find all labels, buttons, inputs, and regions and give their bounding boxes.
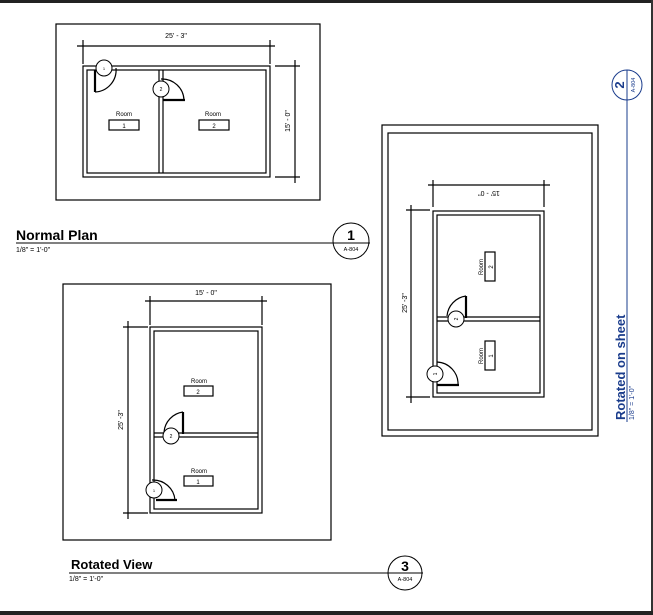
room-number: 1 [196,480,200,486]
dimension-text: 25' - 3" [165,33,187,40]
dimension-text: 15' - 0" [478,189,500,196]
door-1[interactable]: 1 [93,59,117,93]
door-2[interactable]: 2 [152,78,185,102]
room-tag-2[interactable]: Room 2 [479,251,496,282]
room-tag-1[interactable]: Room 1 [479,340,496,371]
dimension-text: 25' -3" [402,293,409,313]
room-name: Room [479,259,485,275]
view-scale: 1/8" = 1'-0" [629,385,636,420]
window-bottom-edge [0,611,653,615]
dimension-text: 15' - 0" [285,110,292,132]
room-name: Room [479,348,485,364]
door-tag: 1 [103,66,106,71]
room-tag-1[interactable]: Room 1 [183,469,214,487]
view-title-normal-plan[interactable]: Normal Plan 1/8" = 1'-0" 1 A-804 [16,222,370,260]
door-1[interactable]: 1 [145,479,177,502]
dimension-width[interactable]: 15' - 0" [145,290,267,325]
viewport-normal-plan[interactable]: 25' - 3" 15' - 0" 1 2 Room 1 Room 2 [16,23,370,260]
room-number: 2 [196,390,200,396]
exterior-wall[interactable] [82,65,271,178]
dimension-width[interactable]: 15' - 0" [428,180,550,207]
room-tag-2[interactable]: Room 2 [198,112,230,131]
exterior-wall[interactable] [149,326,263,514]
room-number: 2 [489,265,495,269]
room-number: 1 [122,124,126,130]
room-tag-1[interactable]: Room 1 [108,112,140,131]
dimension-text: 25' -3" [118,410,125,430]
door-tag: 2 [160,87,163,93]
interior-wall [86,69,267,174]
view-number: 3 [401,558,409,574]
view-title-rotated-on-sheet[interactable]: Rotated on sheet 1/8" = 1'-0" 2 A-804 [611,69,643,422]
dimension-width[interactable]: 25' - 3" [77,33,275,64]
window-right-edge [651,0,653,615]
dimension-depth[interactable]: 15' - 0" [275,60,300,183]
view-scale: 1/8" = 1'-0" [69,576,104,583]
door-1[interactable]: 1 [426,361,459,387]
viewport-inner-frame [387,132,593,431]
room-name: Room [205,112,221,118]
room-name: Room [191,379,207,385]
viewport-frame[interactable] [62,283,332,541]
dimension-text: 15' - 0" [195,290,217,297]
door-tag: 2 [454,317,460,320]
dimension-depth[interactable]: 25' -3" [402,205,430,403]
door-2[interactable]: 2 [446,295,468,328]
viewport-rotated-view[interactable]: 15' - 0" 25' -3" 1 2 Room 2 Room 1 [62,283,423,591]
sheet-number: A-804 [398,577,413,583]
interior-wall [153,330,259,510]
door-tag: 2 [170,434,173,440]
view-number: 1 [347,227,355,243]
view-number: 2 [612,81,627,88]
view-title: Rotated View [71,557,153,572]
viewport-frame[interactable] [55,23,321,201]
view-title-rotated-view[interactable]: Rotated View 1/8" = 1'-0" 3 A-804 [69,555,423,591]
dimension-depth[interactable]: 25' -3" [118,321,148,519]
door-tag: 1 [433,372,439,375]
exterior-wall[interactable] [432,210,545,398]
viewport-frame[interactable] [381,124,599,437]
view-scale: 1/8" = 1'-0" [16,247,51,254]
room-number: 2 [212,124,216,130]
door-tag: 1 [153,488,156,493]
room-tag-2[interactable]: Room 2 [183,379,214,397]
room-number: 1 [489,354,495,358]
sheet-number: A-804 [631,78,637,93]
room-name: Room [191,469,207,475]
door-2[interactable]: 2 [162,411,185,445]
view-title: Normal Plan [16,227,98,243]
viewport-rotated-on-sheet[interactable]: 15' - 0" 25' -3" 1 2 Room 2 Room 1 [381,69,643,437]
window-top-edge [0,0,653,3]
room-name: Room [116,112,132,118]
interior-wall [436,214,541,394]
view-title: Rotated on sheet [613,314,628,420]
sheet-number: A-804 [344,247,359,253]
